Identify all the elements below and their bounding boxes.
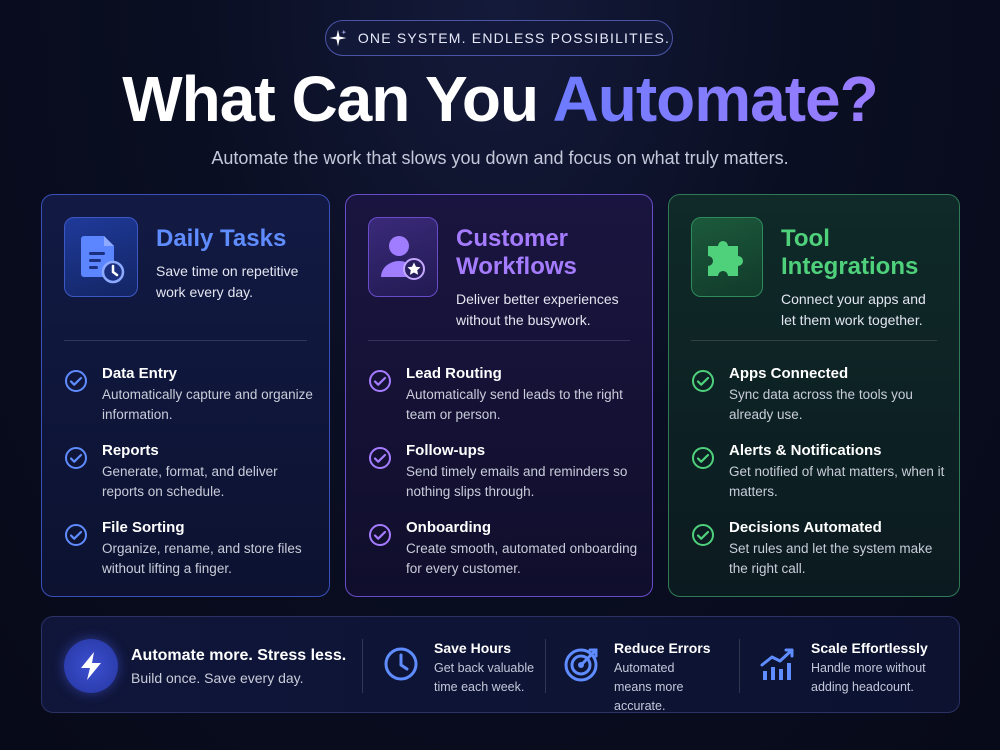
item-title: File Sorting <box>102 519 185 536</box>
stat-description: Handle more without adding headcount. <box>811 661 926 694</box>
stat-title: Scale Effortlessly <box>811 640 928 656</box>
stat-title: Reduce Errors <box>614 640 711 656</box>
tagline-badge: ONE SYSTEM. ENDLESS POSSIBILITIES. <box>325 20 673 56</box>
item-description: Sync data across the tools you already u… <box>729 387 913 422</box>
page-subtitle: Automate the work that slows you down an… <box>211 148 789 168</box>
card-description: Connect your apps and let them work toge… <box>781 291 926 328</box>
item-description: Automatically capture and organize infor… <box>102 387 313 422</box>
card-title: Daily Tasks <box>156 225 287 252</box>
banner-divider <box>362 639 363 693</box>
item-description: Create smooth, automated onboarding for … <box>406 541 638 576</box>
item-description: Get notified of what matters, when it ma… <box>729 464 945 499</box>
check-circle-icon <box>369 447 391 469</box>
puzzle-icon <box>691 217 763 297</box>
check-circle-icon <box>65 524 87 546</box>
card-description: Deliver better experiences without the b… <box>456 291 619 328</box>
item-title: Data Entry <box>102 365 178 382</box>
check-circle-icon <box>65 447 87 469</box>
item-title: Lead Routing <box>406 365 502 382</box>
item-title: Decisions Automated <box>729 519 882 536</box>
benefits-banner: Automate more. Stress less. Build once. … <box>41 616 960 713</box>
card-customer-workflows: Customer Workflows Deliver better experi… <box>345 194 653 597</box>
stat-description: Get back valuable time each week. <box>434 661 535 694</box>
item-title: Apps Connected <box>729 365 849 382</box>
check-circle-icon <box>692 370 714 392</box>
item-description: Automatically send leads to the right te… <box>406 387 623 422</box>
stat-title: Save Hours <box>434 640 512 656</box>
page-title-plain: What Can You <box>122 63 553 135</box>
page-title: What Can You Automate? <box>0 62 1000 136</box>
card-tool-integrations: Tool Integrations Connect your apps and … <box>668 194 960 597</box>
stat-description: Automated means more accurate. <box>614 661 684 713</box>
card-divider <box>64 340 307 341</box>
sparkle-icon <box>329 29 347 47</box>
item-description: Send timely emails and reminders so noth… <box>406 464 628 499</box>
item-description: Generate, format, and deliver reports on… <box>102 464 278 499</box>
document-clock-icon <box>64 217 138 297</box>
banner-headline: Automate more. Stress less. <box>131 647 347 664</box>
card-description: Save time on repetitive work every day. <box>156 263 299 300</box>
card-divider <box>368 340 630 341</box>
banner-subline: Build once. Save every day. <box>131 670 304 686</box>
target-icon <box>564 648 598 682</box>
banner-divider <box>739 639 740 693</box>
banner-divider <box>545 639 546 693</box>
user-star-icon <box>368 217 438 297</box>
clock-icon <box>384 647 418 681</box>
tagline-text: ONE SYSTEM. ENDLESS POSSIBILITIES. <box>357 30 671 46</box>
growth-chart-icon <box>760 648 794 680</box>
card-daily-tasks: Daily Tasks Save time on repetitive work… <box>41 194 330 597</box>
check-circle-icon <box>369 370 391 392</box>
item-description: Organize, rename, and store files withou… <box>102 541 302 576</box>
page-title-accent: Automate? <box>552 63 879 135</box>
card-title: Customer Workflows <box>456 225 577 280</box>
item-title: Onboarding <box>406 519 491 536</box>
card-divider <box>691 340 937 341</box>
check-circle-icon <box>65 370 87 392</box>
card-title: Tool Integrations <box>781 225 919 280</box>
item-title: Alerts & Notifications <box>729 442 882 459</box>
lightning-icon <box>64 639 118 693</box>
item-description: Set rules and let the system make the ri… <box>729 541 933 576</box>
check-circle-icon <box>692 524 714 546</box>
item-title: Reports <box>102 442 159 459</box>
item-title: Follow-ups <box>406 442 486 459</box>
check-circle-icon <box>369 524 391 546</box>
check-circle-icon <box>692 447 714 469</box>
